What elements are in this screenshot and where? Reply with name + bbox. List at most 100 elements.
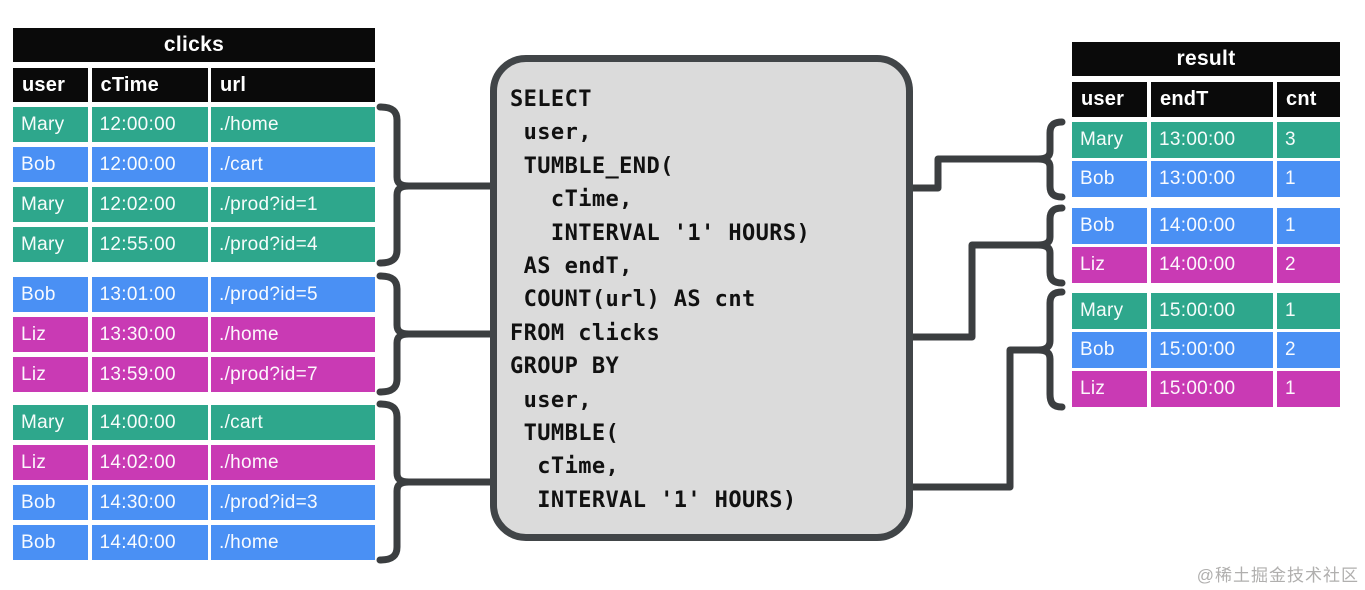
- url-cell: ./cart: [211, 405, 375, 440]
- cnt-cell: 2: [1277, 247, 1340, 283]
- ctime-cell: 14:30:00: [91, 485, 208, 520]
- sql-query-box: SELECT user, TUMBLE_END( cTime, INTERVAL…: [490, 55, 913, 541]
- result-column-header-row: user endT cnt: [1072, 82, 1340, 117]
- user-cell: Bob: [13, 525, 88, 560]
- watermark: @稀土掘金技术社区: [1196, 566, 1359, 585]
- user-cell: Bob: [13, 485, 88, 520]
- ctime-cell: 13:59:00: [91, 357, 208, 392]
- group-gap: [13, 267, 375, 277]
- group-gap: [13, 397, 375, 405]
- connector-line-right-2: [901, 241, 1044, 341]
- url-cell: ./prod?id=5: [211, 277, 375, 312]
- user-cell: Bob: [13, 277, 88, 312]
- column-header-user: user: [1072, 82, 1147, 117]
- column-header-user: user: [13, 68, 88, 102]
- result-table-title: result: [1072, 42, 1340, 76]
- cnt-cell: 1: [1277, 161, 1340, 197]
- user-cell: Mary: [1072, 293, 1147, 329]
- user-cell: Mary: [1072, 122, 1147, 158]
- url-cell: ./home: [211, 317, 375, 352]
- url-cell: ./cart: [211, 147, 375, 182]
- user-cell: Bob: [1072, 208, 1147, 244]
- brace-result-group-1: [1034, 118, 1066, 201]
- endt-cell: 15:00:00: [1151, 332, 1273, 368]
- endt-cell: 13:00:00: [1151, 161, 1273, 197]
- user-cell: Mary: [13, 405, 88, 440]
- user-cell: Mary: [13, 107, 88, 142]
- ctime-cell: 12:02:00: [91, 187, 208, 222]
- ctime-cell: 13:01:00: [91, 277, 208, 312]
- column-header-cnt: cnt: [1277, 82, 1340, 117]
- user-cell: Bob: [13, 147, 88, 182]
- url-cell: ./prod?id=4: [211, 227, 375, 262]
- cnt-cell: 2: [1277, 332, 1340, 368]
- group-gap: [1072, 200, 1340, 208]
- endt-cell: 15:00:00: [1151, 293, 1273, 329]
- url-cell: ./prod?id=3: [211, 485, 375, 520]
- brace-result-group-3: [1034, 288, 1066, 411]
- url-cell: ./home: [211, 525, 375, 560]
- column-header-url: url: [211, 68, 375, 102]
- connector-line-right-3: [901, 346, 1044, 491]
- endt-cell: 14:00:00: [1151, 247, 1273, 283]
- endt-cell: 15:00:00: [1151, 371, 1273, 407]
- url-cell: ./prod?id=7: [211, 357, 375, 392]
- user-cell: Liz: [13, 445, 88, 480]
- endt-cell: 14:00:00: [1151, 208, 1273, 244]
- url-cell: ./prod?id=1: [211, 187, 375, 222]
- url-cell: ./home: [211, 107, 375, 142]
- endt-cell: 13:00:00: [1151, 122, 1273, 158]
- user-cell: Bob: [1072, 161, 1147, 197]
- ctime-cell: 14:02:00: [91, 445, 208, 480]
- sql-code: SELECT user, TUMBLE_END( cTime, INTERVAL…: [510, 87, 811, 513]
- cnt-cell: 1: [1277, 208, 1340, 244]
- clicks-column-header-row: user cTime url: [13, 68, 375, 102]
- cnt-cell: 1: [1277, 371, 1340, 407]
- group-gap: [1072, 286, 1340, 293]
- user-cell: Liz: [13, 357, 88, 392]
- column-header-endt: endT: [1151, 82, 1273, 117]
- ctime-cell: 12:55:00: [91, 227, 208, 262]
- ctime-cell: 12:00:00: [91, 147, 208, 182]
- cnt-cell: 1: [1277, 293, 1340, 329]
- user-cell: Mary: [13, 187, 88, 222]
- user-cell: Mary: [13, 227, 88, 262]
- user-cell: Liz: [1072, 371, 1147, 407]
- ctime-cell: 14:40:00: [91, 525, 208, 560]
- brace-result-group-2: [1034, 204, 1066, 287]
- url-cell: ./home: [211, 445, 375, 480]
- ctime-cell: 14:00:00: [91, 405, 208, 440]
- user-cell: Liz: [1072, 247, 1147, 283]
- ctime-cell: 12:00:00: [91, 107, 208, 142]
- user-cell: Liz: [13, 317, 88, 352]
- ctime-cell: 13:30:00: [91, 317, 208, 352]
- column-header-ctime: cTime: [91, 68, 208, 102]
- cnt-cell: 3: [1277, 122, 1340, 158]
- clicks-table-title: clicks: [13, 28, 375, 62]
- user-cell: Bob: [1072, 332, 1147, 368]
